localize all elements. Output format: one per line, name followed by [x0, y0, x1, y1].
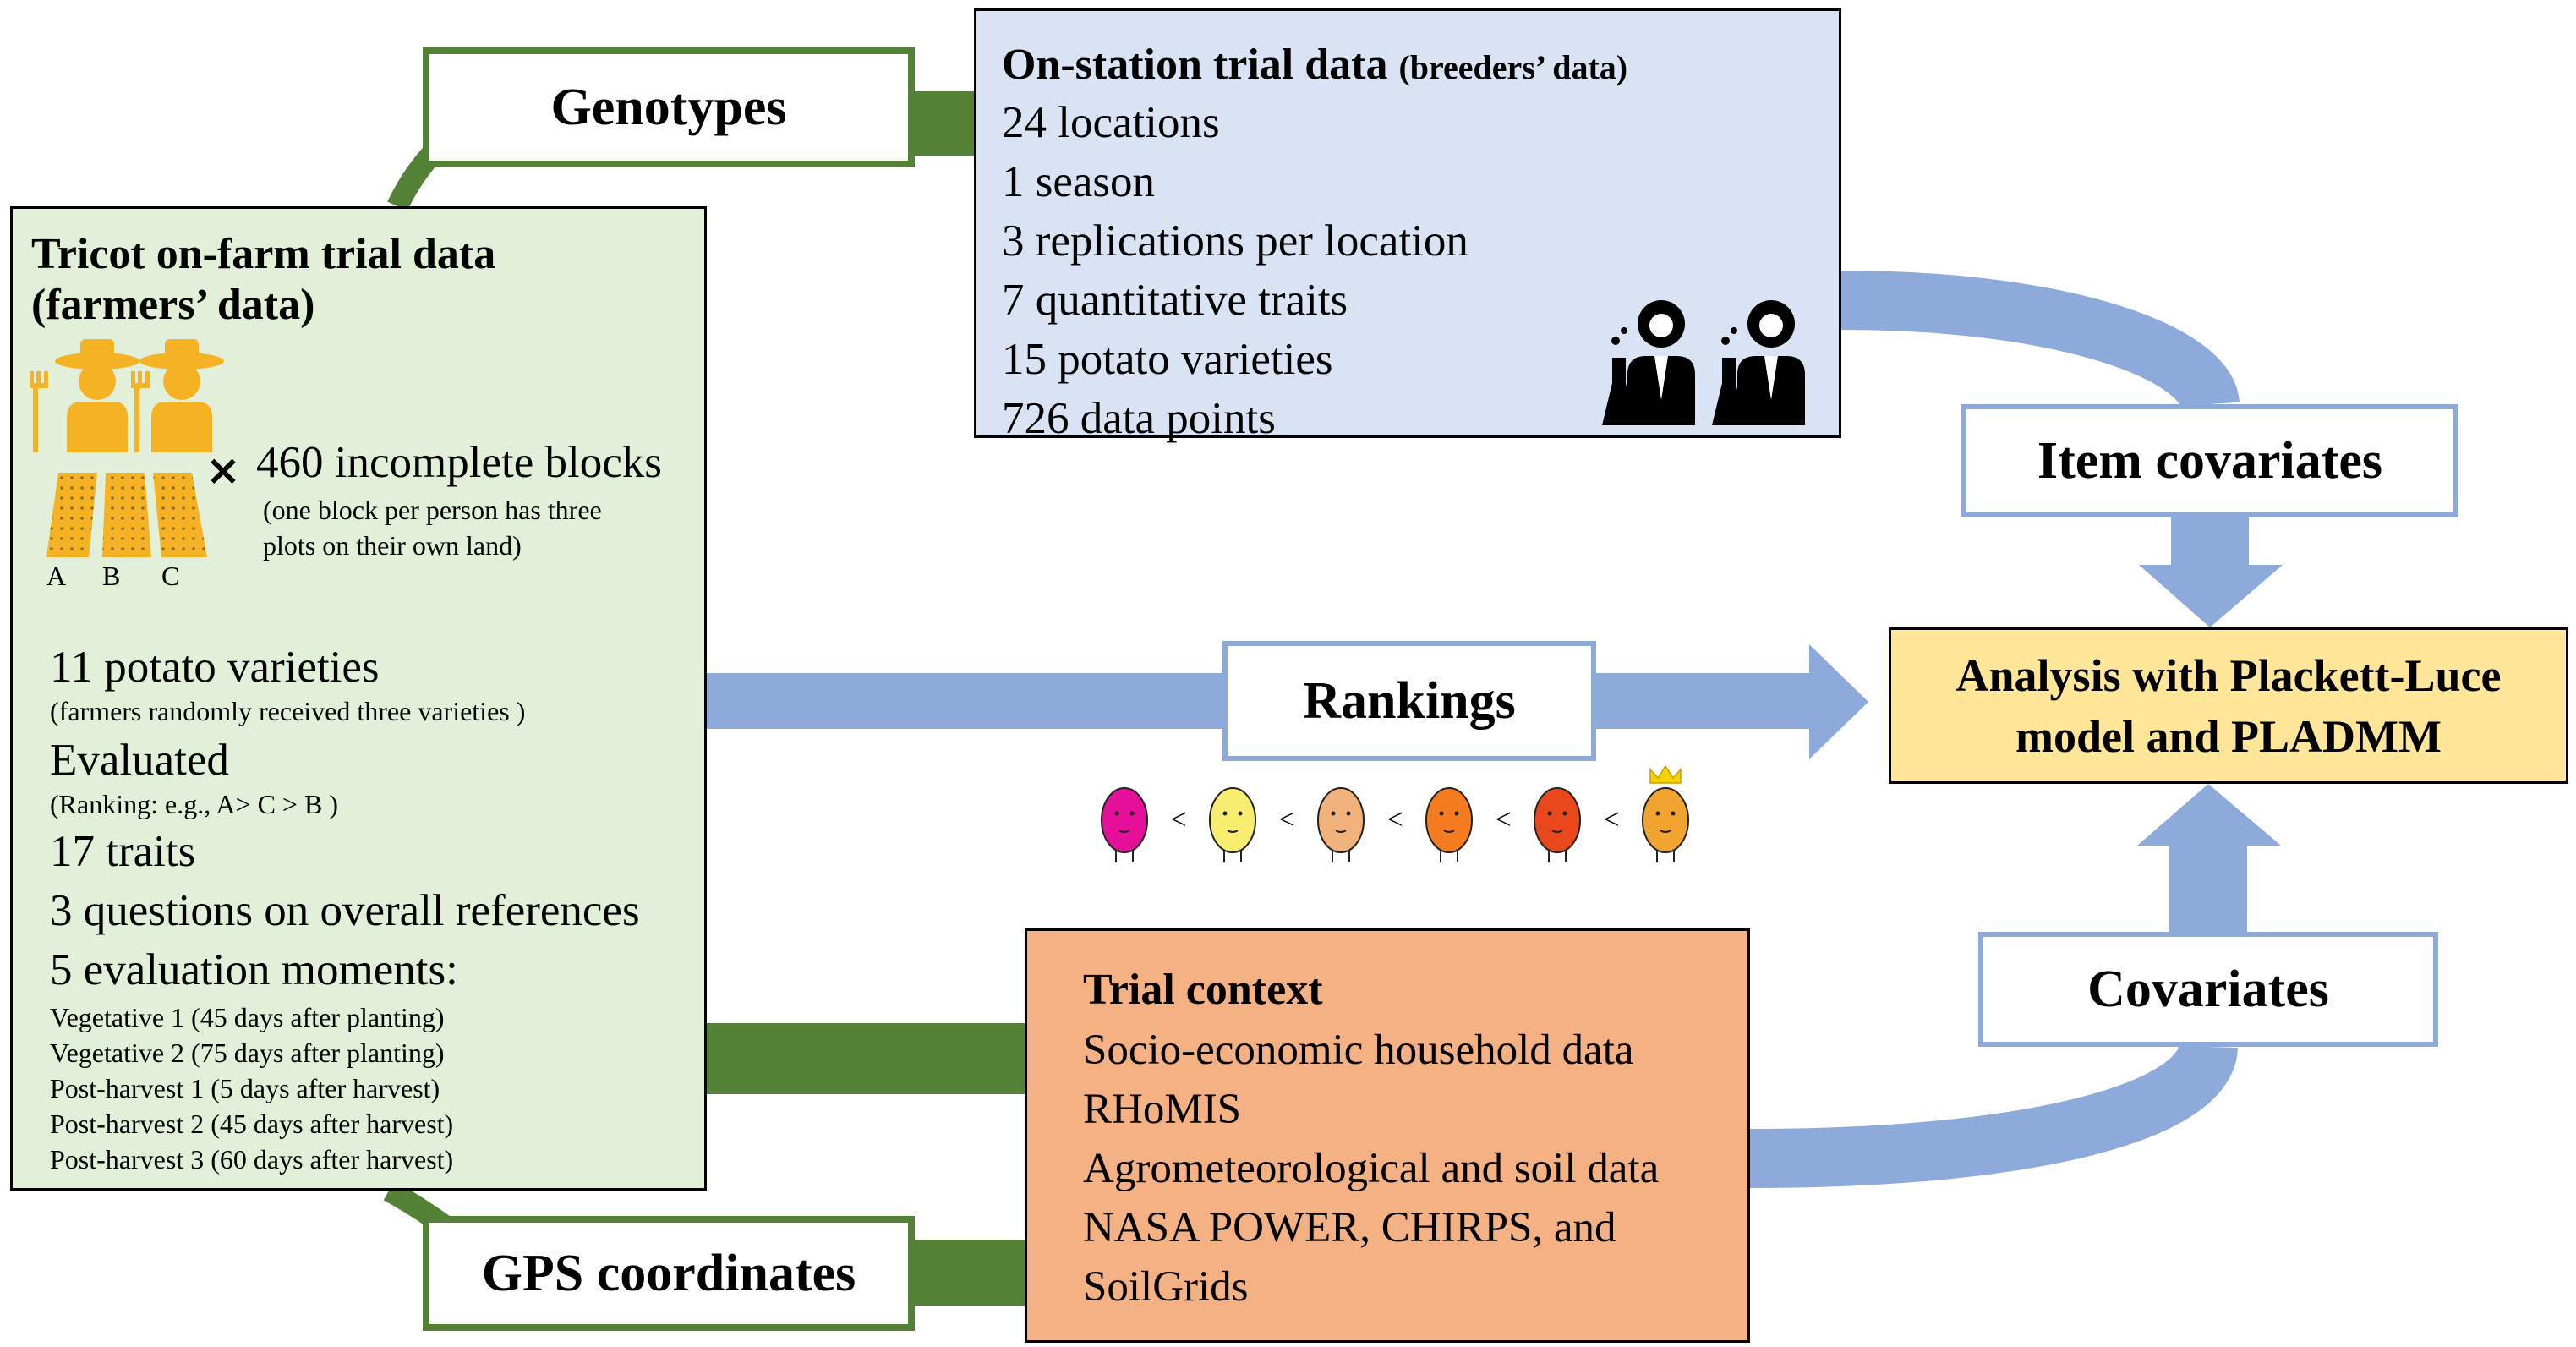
genotypes-label: Genotypes: [423, 47, 915, 167]
gps-connector-bar: [915, 1240, 1026, 1306]
plot-label-b: B: [102, 561, 121, 591]
evaluation-moment: Post-harvest 3 (60 days after harvest): [50, 1144, 454, 1175]
context-detail: RHoMIS: [1083, 1086, 1242, 1133]
breeders-detail: 3 replications per location: [1002, 216, 1468, 266]
breeders-title-main: On-station trial data: [1002, 41, 1388, 89]
varieties-count: 11 potato varieties: [50, 643, 380, 692]
potato-icon: [1534, 787, 1581, 862]
blocks-note-line2: plots on their own land): [263, 530, 522, 561]
breeders-title-sub: (breeders’ data): [1398, 48, 1628, 86]
evaluation-moment: Post-harvest 1 (5 days after harvest): [50, 1073, 440, 1103]
questions-count: 3 questions on overall references: [50, 886, 640, 935]
breeders-title: On-station trial data (breeders’ data): [1002, 40, 1627, 90]
traits-count: 17 traits: [50, 827, 196, 876]
less-than-sign: <: [1170, 804, 1186, 835]
evaluation-moment: Post-harvest 2 (45 days after harvest): [50, 1109, 454, 1139]
analysis-line2: model and PLADMM: [2015, 710, 2442, 762]
trial-context-box: Trial context Socio-economic household d…: [1025, 928, 1750, 1343]
evaluation-moment: Vegetative 2 (75 days after planting): [50, 1038, 445, 1068]
moments-heading: 5 evaluation moments:: [50, 945, 458, 994]
times-icon: ×: [205, 446, 241, 495]
context-detail: Socio-economic household data: [1083, 1027, 1634, 1074]
context-detail: NASA POWER, CHIRPS, and: [1083, 1204, 1616, 1251]
context-connector-bar: [707, 1023, 1026, 1094]
winner-potato-icon: [1642, 764, 1689, 862]
plot-icon: [46, 473, 207, 557]
potato-icon: [1317, 787, 1365, 862]
less-than-sign: <: [1278, 804, 1294, 835]
analysis-line1: Analysis with Plackett-Luce: [1955, 649, 2502, 701]
evaluation-moment: Vegetative 1 (45 days after planting): [50, 1002, 445, 1032]
potato-icon: [1209, 787, 1256, 862]
potato-icon: [1101, 787, 1148, 862]
rankings-label: Rankings: [1222, 641, 1596, 761]
item-covariates-flow: [1840, 271, 2240, 410]
gps-coordinates-label: GPS coordinates: [423, 1216, 915, 1331]
covariates-label: Covariates: [1978, 932, 2438, 1047]
less-than-sign: <: [1603, 804, 1619, 835]
plot-label-a: A: [46, 561, 67, 591]
less-than-sign: <: [1386, 804, 1403, 835]
plot-label-c: C: [161, 561, 180, 591]
covariates-flow: [1749, 1043, 2238, 1188]
covariates-arrowhead: [2137, 784, 2281, 846]
item-covariates-shaft: [2171, 517, 2249, 565]
farmers-subtitle: (farmers’ data): [31, 281, 315, 329]
rankings-shaft-left: [707, 673, 1222, 729]
breeders-data-box: On-station trial data (breeders’ data) 2…: [974, 8, 1841, 443]
blocks-note-line1: (one block per person has three: [263, 495, 602, 525]
context-detail: Agrometeorological and soil data: [1083, 1145, 1660, 1192]
potato-icon: [1425, 787, 1473, 862]
breeders-detail: 7 quantitative traits: [1002, 276, 1348, 325]
rankings-shaft-right: [1596, 673, 1809, 729]
breeders-detail: 726 data points: [1002, 394, 1276, 443]
ranking-note: (Ranking: e.g., A> C > B ): [50, 789, 338, 819]
item-covariates-label: Item covariates: [1961, 404, 2458, 517]
less-than-sign: <: [1495, 804, 1511, 835]
evaluated-label: Evaluated: [50, 736, 229, 785]
item-covariates-arrowhead: [2139, 565, 2283, 627]
varieties-note: (farmers randomly received three varieti…: [50, 696, 526, 726]
analysis-box: Analysis with Plackett-Luce model and PL…: [1889, 627, 2568, 784]
breeders-detail: 15 potato varieties: [1002, 335, 1333, 384]
rankings-arrowhead: [1809, 644, 1868, 759]
context-title: Trial context: [1083, 966, 1323, 1014]
breeders-detail: 24 locations: [1002, 98, 1220, 147]
breeders-detail: 1 season: [1002, 157, 1156, 206]
farmers-title: Tricot on-farm trial data: [31, 230, 496, 278]
covariates-shaft: [2169, 846, 2247, 932]
genotypes-connector-bar: [915, 91, 976, 156]
context-detail: SoilGrids: [1083, 1263, 1249, 1311]
scientist-icon: [1602, 300, 1805, 425]
blocks-count: 460 incomplete blocks: [256, 438, 662, 487]
potato-ranking-illustration: < < < < <: [1101, 764, 1689, 862]
farmer-icon: [30, 339, 224, 452]
farmers-data-box: Tricot on-farm trial data (farmers’ data…: [10, 206, 707, 1191]
